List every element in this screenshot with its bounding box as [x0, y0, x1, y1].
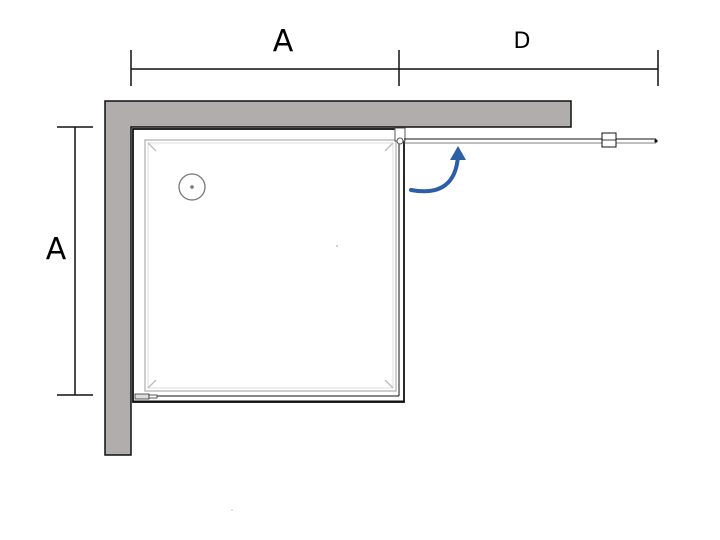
- corner-mark-top-right: [384, 142, 394, 152]
- left-dimension: [57, 126, 93, 396]
- tray-corner-marks: [147, 142, 394, 389]
- door-panel-end: [654, 139, 658, 143]
- hinge-icon: [394, 127, 406, 145]
- top-dimension-label-a: A: [273, 24, 294, 59]
- left-dimension-label-a: A: [46, 232, 67, 267]
- fixed-glass-panels: [133, 133, 405, 402]
- shower-tray-inner-edge: [147, 142, 394, 389]
- corner-mark-bottom-right: [384, 379, 394, 389]
- swing-arrow-head: [450, 146, 466, 160]
- speck: [336, 245, 338, 247]
- top-dimension: [130, 50, 659, 86]
- wall-profile-bracket-end: [148, 394, 158, 399]
- drain-center: [190, 185, 194, 189]
- wall: [104, 100, 572, 456]
- corner-mark-bottom-left: [147, 379, 157, 389]
- wall-profile-bracket: [134, 393, 158, 400]
- drain-icon: [178, 173, 206, 201]
- door-panel-open: [404, 138, 658, 144]
- handle-icon: [601, 132, 617, 148]
- shower-tray-outer: [132, 128, 405, 403]
- shower-tray-inner: [144, 139, 397, 392]
- speck: [231, 509, 233, 511]
- top-dimension-label-d: D: [514, 29, 531, 54]
- corner-mark-top-left: [147, 142, 157, 152]
- wall-profile-bracket-body: [134, 393, 150, 400]
- curved-arrow-icon: [409, 146, 466, 194]
- hinge-pivot: [396, 137, 404, 145]
- swing-arrow-path: [409, 154, 460, 194]
